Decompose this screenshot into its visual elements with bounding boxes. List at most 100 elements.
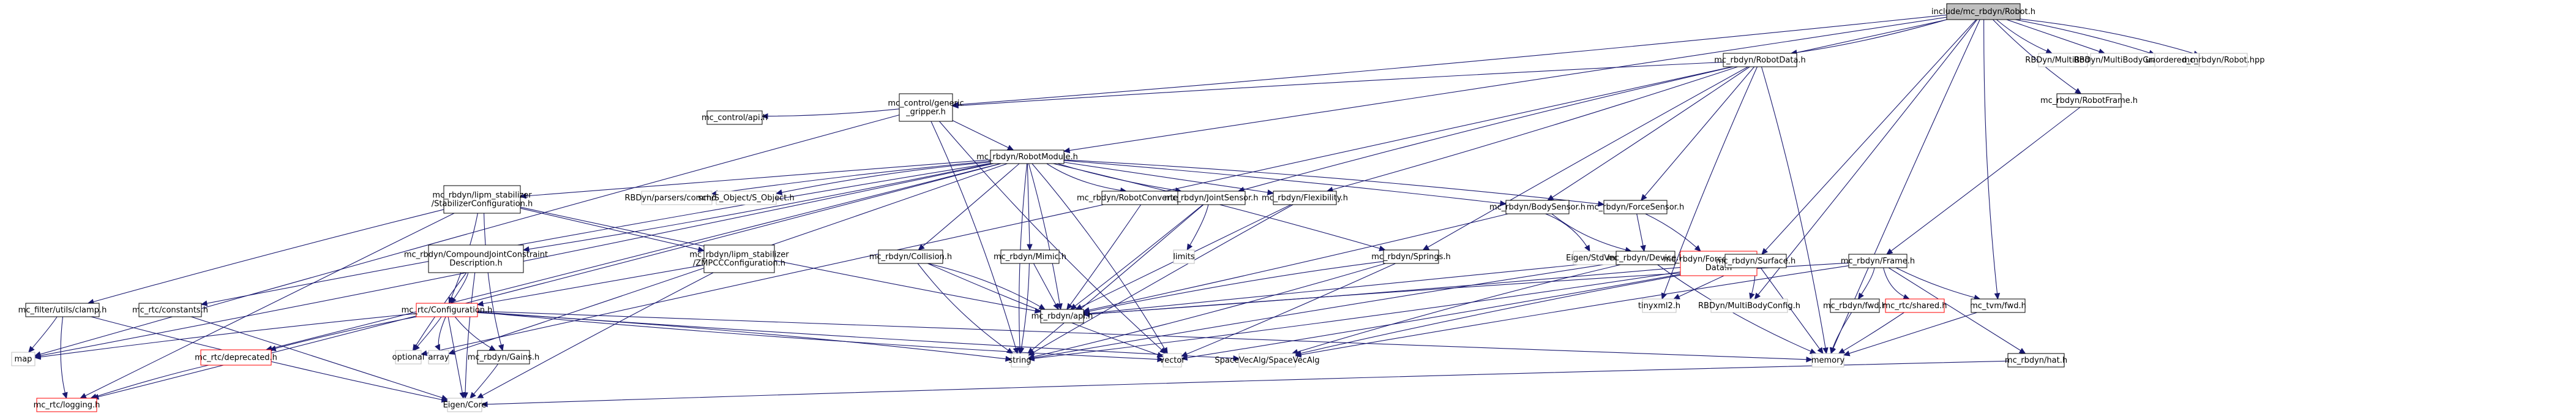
edge-robotdata-to-bodysensor bbox=[1547, 66, 1750, 201]
node-shared[interactable]: mc_rtc/shared.h bbox=[1883, 298, 1947, 313]
node-surface[interactable]: mc_rbdyn/Surface.h bbox=[1716, 254, 1795, 268]
node-s_object: sch/S_Object/S_Object.h bbox=[698, 191, 795, 205]
node-box bbox=[395, 350, 422, 365]
node-compound[interactable]: mc_rbdyn/CompoundJointConstraintDescript… bbox=[404, 244, 548, 273]
arrowhead-icon bbox=[1063, 147, 1071, 154]
edge-springs-to-vector bbox=[1181, 263, 1396, 357]
node-robotdata[interactable]: mc_rbdyn/RobotData.h bbox=[1714, 53, 1806, 67]
edge-robotmodule-to-robotconverter bbox=[1046, 163, 1126, 192]
edge-robotmodule-to-collision bbox=[918, 163, 1020, 251]
node-label: Eigen/Core bbox=[443, 401, 487, 410]
node-bodysensor[interactable]: mc_rbdyn/BodySensor.h bbox=[1489, 200, 1586, 214]
node-box bbox=[2154, 53, 2200, 67]
edge-bodysensor-to-stdvector bbox=[1545, 213, 1590, 252]
node-device[interactable]: mc_rbdyn/Device.h bbox=[1607, 251, 1684, 265]
node-box bbox=[1710, 298, 1788, 313]
node-label: mc_rbdyn/lipm_stabilizer bbox=[689, 251, 789, 260]
edge-stabconf-to-zmpcc bbox=[520, 208, 705, 251]
node-box bbox=[443, 185, 521, 214]
node-box bbox=[138, 303, 202, 317]
arrowhead-icon bbox=[1500, 200, 1507, 206]
arrowhead-icon bbox=[951, 102, 959, 109]
node-box bbox=[1642, 298, 1677, 313]
edge-robotdata-to-jointsensor bbox=[1238, 66, 1734, 192]
node-label: optional bbox=[392, 353, 425, 362]
edge-mimic-to-string bbox=[1020, 263, 1030, 354]
arrowhead-icon bbox=[1806, 356, 1813, 363]
edge-robot_h-to-generic_gripper bbox=[952, 14, 1947, 106]
arrowhead-icon bbox=[459, 391, 465, 399]
edge-frame-to-tvm_fwd bbox=[1895, 267, 1980, 300]
node-label: mc_rbdyn/RobotData.h bbox=[1714, 56, 1806, 65]
node-constants[interactable]: mc_rtc/constants.h bbox=[132, 303, 208, 317]
node-jointsensor[interactable]: mc_rbdyn/JointSensor.h bbox=[1165, 191, 1259, 205]
node-collision[interactable]: mc_rbdyn/Collision.h bbox=[869, 249, 952, 264]
node-robot_h[interactable]: include/mc_rbdyn/Robot.h bbox=[1931, 3, 2035, 20]
edge-deprecated-to-logging bbox=[91, 365, 209, 399]
node-logging[interactable]: mc_rtc/logging.h bbox=[34, 398, 100, 412]
node-box bbox=[1383, 249, 1439, 264]
node-flexibility[interactable]: mc_rbdyn/Flexibility.h bbox=[1262, 191, 1348, 205]
arrowhead-icon bbox=[1673, 293, 1680, 300]
node-frame[interactable]: mc_rbdyn/Frame.h bbox=[1841, 254, 1915, 268]
arrowhead-icon bbox=[441, 395, 449, 401]
arrowhead-icon bbox=[1422, 244, 1430, 251]
arrowhead-icon bbox=[1057, 303, 1063, 311]
arrowhead-icon bbox=[1829, 347, 1836, 355]
node-stabconf[interactable]: mc_rbdyn/lipm_stabilizer/StabilizerConfi… bbox=[432, 185, 533, 214]
arrowhead-icon bbox=[1069, 303, 1077, 310]
arrowhead-icon bbox=[28, 346, 35, 353]
node-label: array bbox=[428, 353, 449, 362]
node-tinyxml: tinyxml2.h bbox=[1638, 298, 1680, 313]
edge-frame-to-spacevecalg bbox=[1295, 265, 1849, 357]
edge-surface-to-rbdyn_api bbox=[1083, 263, 1726, 315]
node-box bbox=[1040, 309, 1084, 323]
node-label: limits bbox=[1173, 252, 1195, 262]
edge-generic_gripper-to-control_api bbox=[762, 108, 900, 117]
node-box bbox=[11, 352, 36, 366]
edge-robot_h-to-mbconfig bbox=[1754, 19, 1978, 300]
node-label: mc_control/generic bbox=[888, 99, 964, 108]
node-forcesensor[interactable]: mc_rbdyn/ForceSensor.h bbox=[1587, 200, 1684, 214]
edge-bodysensor-to-device bbox=[1551, 213, 1631, 252]
node-box bbox=[990, 149, 1065, 164]
edge-configuration-to-memory bbox=[477, 311, 1813, 360]
arrowhead-icon bbox=[470, 391, 476, 399]
node-box bbox=[1163, 353, 1182, 368]
node-zmpcc[interactable]: mc_rbdyn/lipm_stabilizer/ZMPCCConfigurat… bbox=[689, 244, 789, 273]
node-robotmodule[interactable]: mc_rbdyn/RobotModule.h bbox=[976, 149, 1078, 164]
node-label: mc_rbdyn/RobotModule.h bbox=[976, 153, 1078, 162]
node-robotframe[interactable]: mc_rbdyn/RobotFrame.h bbox=[2040, 93, 2138, 108]
node-label: mc_rbdyn/BodySensor.h bbox=[1489, 203, 1586, 212]
edge-robotmodule-to-jointsensor bbox=[1057, 163, 1181, 192]
node-label: mc_rbdyn/Surface.h bbox=[1716, 257, 1795, 266]
arrowhead-icon bbox=[1749, 292, 1755, 300]
arrowhead-icon bbox=[1267, 189, 1275, 195]
node-configuration[interactable]: mc_rtc/Configuration.h bbox=[402, 303, 493, 317]
edge-robot_h-to-robot_hpp bbox=[2020, 18, 2200, 56]
node-gains[interactable]: mc_rbdyn/Gains.h bbox=[468, 350, 540, 365]
arrowhead-icon bbox=[435, 344, 440, 352]
node-generic_gripper[interactable]: mc_control/generic_gripper.h bbox=[888, 93, 964, 122]
edge-springs-to-string bbox=[1028, 263, 1386, 358]
arrowhead-icon bbox=[1903, 293, 1911, 300]
node-control_api[interactable]: mc_control/api.h bbox=[702, 110, 768, 125]
node-rbdyn_fwd[interactable]: mc_rbdyn/fwd.h bbox=[1823, 298, 1887, 313]
arrowhead-icon bbox=[1186, 243, 1193, 251]
node-tvm_fwd[interactable]: mc_tvm/fwd.h bbox=[1970, 298, 2026, 313]
node-hat[interactable]: mc_rbdyn/hat.h bbox=[2005, 353, 2067, 368]
arrowhead-icon bbox=[2018, 347, 2026, 354]
node-deprecated[interactable]: mc_rtc/deprecated.h bbox=[195, 349, 277, 366]
node-box bbox=[1616, 251, 1676, 265]
edge-configuration-to-map bbox=[34, 313, 417, 358]
node-label: map bbox=[15, 355, 32, 364]
node-mimic[interactable]: mc_rbdyn/Mimic.h bbox=[994, 249, 1066, 264]
arrowhead-icon bbox=[1584, 244, 1590, 252]
edge-configuration-to-spacevecalg bbox=[477, 311, 1240, 359]
node-springs[interactable]: mc_rbdyn/Springs.h bbox=[1371, 249, 1451, 264]
arrowhead-icon bbox=[34, 354, 42, 360]
node-clamp[interactable]: mc_filter/utils/clamp.h bbox=[18, 303, 107, 317]
node-rbdyn_api[interactable]: mc_rbdyn/api.h bbox=[1032, 309, 1093, 323]
node-box bbox=[200, 349, 272, 366]
edge-robotdata-to-generic_gripper bbox=[952, 61, 1724, 107]
